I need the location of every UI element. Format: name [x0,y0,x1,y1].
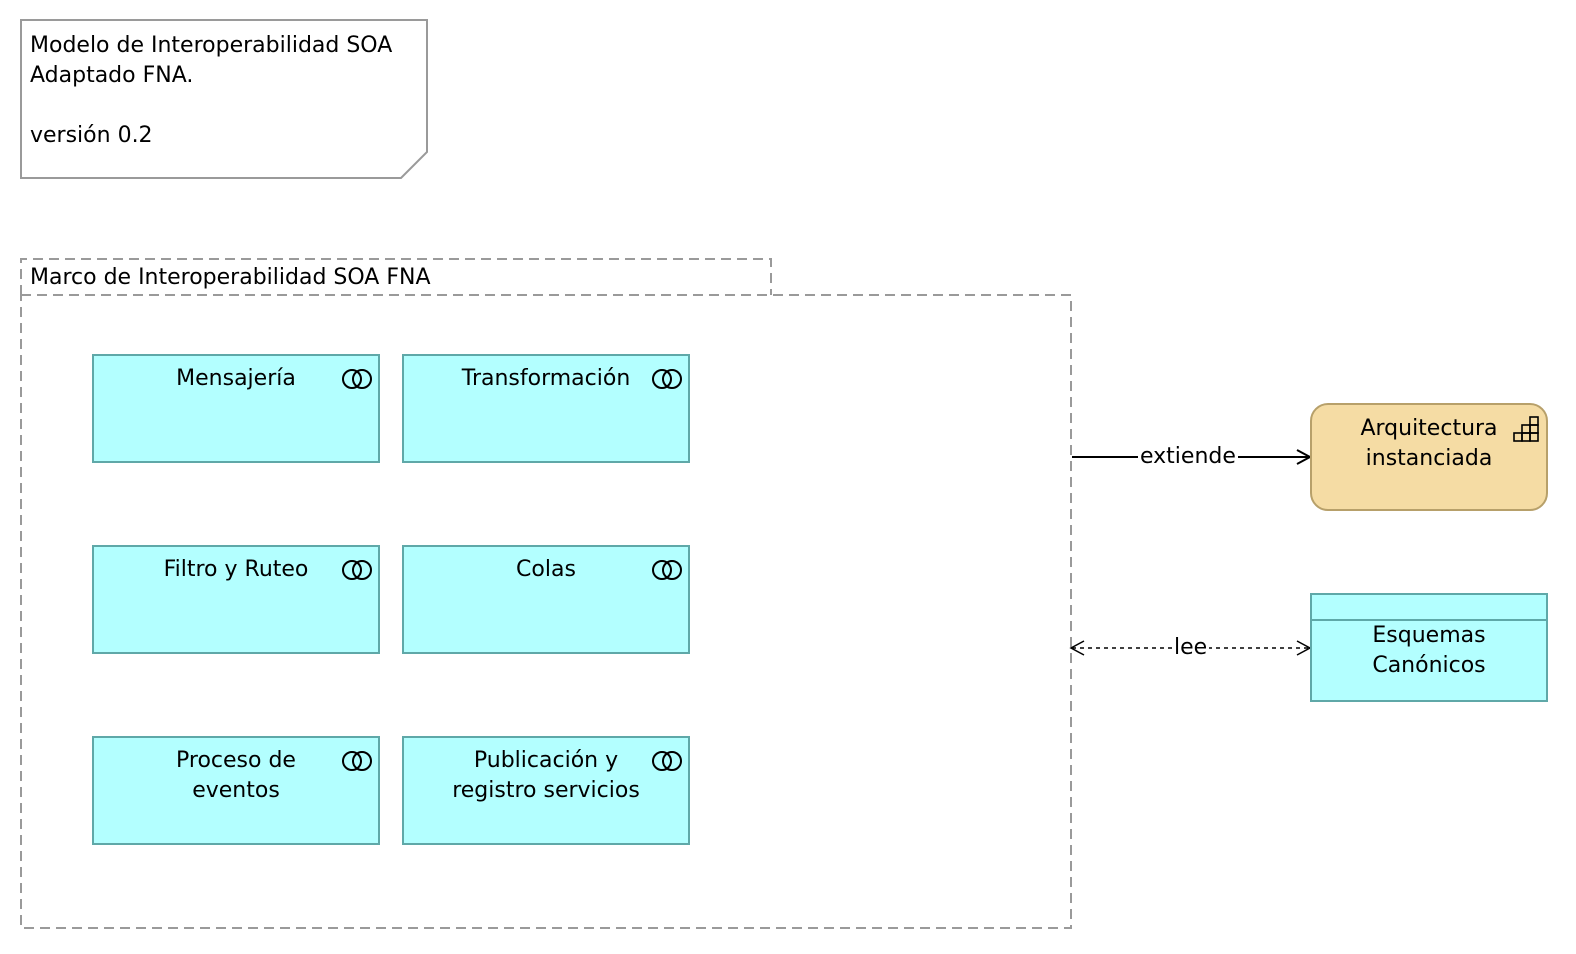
data-object-label: Esquemas Canónicos [1372,623,1486,678]
service-icon [652,560,682,580]
service-colas[interactable]: Colas [402,545,690,654]
group-title: Marco de Interoperabilidad SOA FNA [30,265,431,290]
service-icon [342,560,372,580]
group-frame[interactable] [20,294,1072,929]
group-tab[interactable] [20,258,772,295]
service-icon [652,369,682,389]
note-shape[interactable] [20,19,428,179]
service-mensajeria[interactable]: Mensajería [92,354,380,463]
note-text: Modelo de Interoperabilidad SOA Adaptado… [30,33,393,148]
service-label: Publicación y registro servicios [452,748,640,803]
service-icon [342,369,372,389]
deliverable-icon [1513,416,1539,442]
service-label: Transformación [461,366,631,391]
reads-arrowhead-left [1069,640,1085,656]
service-filtro-ruteo[interactable]: Filtro y Ruteo [92,545,380,654]
service-label: Mensajería [176,366,296,391]
data-object-header [1312,595,1546,621]
service-label: Colas [516,557,576,582]
service-publicacion-registro[interactable]: Publicación y registro servicios [402,736,690,845]
service-icon [652,751,682,771]
service-label: Filtro y Ruteo [163,557,309,582]
service-icon [342,751,372,771]
data-object-node[interactable]: Esquemas Canónicos [1310,593,1548,702]
extends-label: extiende [1138,444,1238,470]
reads-label: lee [1172,635,1210,661]
service-transformacion[interactable]: Transformación [402,354,690,463]
service-label: Proceso de eventos [176,748,296,803]
architecture-label: Arquitectura instanciada [1360,416,1498,471]
service-proceso-eventos[interactable]: Proceso de eventos [92,736,380,845]
architecture-node[interactable]: Arquitectura instanciada [1310,403,1548,511]
